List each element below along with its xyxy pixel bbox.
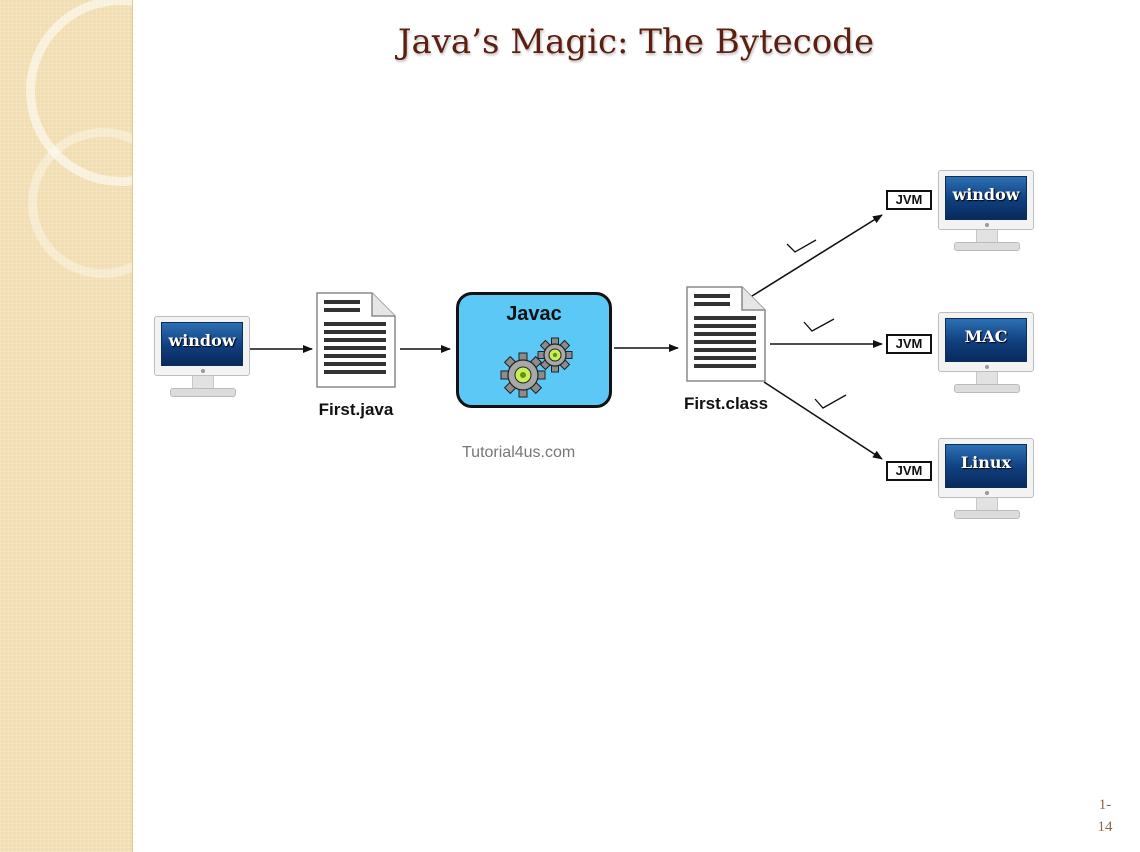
side-panel-decoration xyxy=(0,0,133,852)
compiler-label: Javac xyxy=(506,303,562,325)
windows-computer-icon: window xyxy=(938,170,1034,254)
source-computer-icon: window xyxy=(154,316,250,400)
document-icon xyxy=(686,286,766,382)
os-label: Linux xyxy=(960,453,1012,472)
arrow-class-to-windows xyxy=(751,214,883,297)
mac-computer-icon: MAC xyxy=(938,312,1034,396)
os-label: window xyxy=(952,185,1020,204)
linux-computer-icon: Linux xyxy=(938,438,1034,522)
source-file-document: First.java xyxy=(316,292,396,419)
page-number-line: 14 xyxy=(1097,819,1113,835)
check-mark-icon xyxy=(786,239,817,253)
document-icon xyxy=(316,292,396,388)
jvm-box: JVM xyxy=(886,334,932,354)
watermark-text: Tutorial4us.com xyxy=(462,444,576,461)
page-number: 1- 14 xyxy=(1090,794,1120,838)
source-computer-label: window xyxy=(168,331,236,350)
source-file-label: First.java xyxy=(318,400,394,419)
jvm-box: JVM xyxy=(886,190,932,210)
check-mark-icon xyxy=(814,394,847,409)
page-number-line: 1- xyxy=(1098,797,1112,813)
check-mark-icon xyxy=(803,318,835,332)
slide-title: Java’s Magic: The Bytecode xyxy=(397,22,875,62)
gears-icon xyxy=(500,337,573,398)
arrow-class-to-linux xyxy=(763,381,883,460)
decorative-ring xyxy=(28,128,132,278)
class-file-label: First.class xyxy=(683,394,769,413)
os-label: MAC xyxy=(964,327,1008,346)
class-file-document: First.class xyxy=(684,286,768,413)
jvm-box: JVM xyxy=(886,461,932,481)
javac-compiler-box: Javac xyxy=(456,292,612,408)
